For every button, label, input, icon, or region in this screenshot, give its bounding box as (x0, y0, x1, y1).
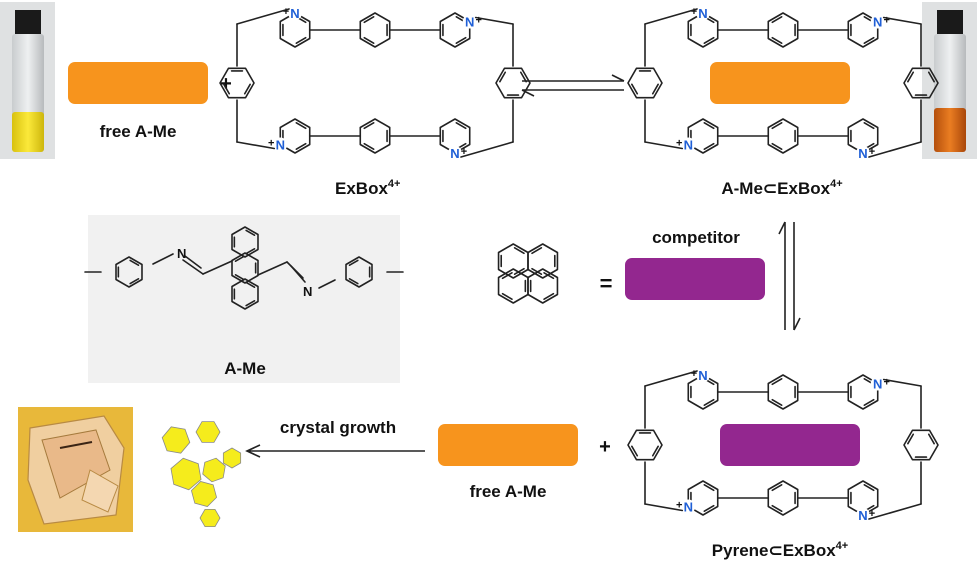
complex-a-label: A-Me⊂ExBox4+ (721, 178, 842, 198)
svg-text:N: N (698, 368, 707, 383)
plus-sign-bottom: + (599, 436, 611, 458)
equilibrium-arrows-icon (521, 74, 625, 97)
crystal-growth-label: crystal growth (280, 418, 396, 437)
guest-a-me-block-bottom (438, 424, 578, 466)
svg-text:N: N (276, 138, 285, 153)
svg-text:+: + (461, 146, 467, 158)
competitor-label: competitor (652, 228, 740, 247)
hexagon-crystals-icon (161, 421, 242, 528)
guest-pyrene-block-legend (625, 258, 765, 300)
svg-text:+: + (268, 138, 274, 150)
free-a-me-label-top: free A-Me (100, 122, 177, 141)
free-a-me-label-bottom: free A-Me (470, 482, 547, 501)
svg-text:+: + (283, 6, 289, 18)
plus-sign-top: + (220, 73, 232, 95)
exbox-label: ExBox4+ (335, 178, 400, 198)
svg-text:+: + (884, 377, 890, 389)
svg-text:+: + (691, 368, 697, 380)
svg-text:N: N (684, 500, 693, 515)
svg-text:+: + (869, 146, 875, 158)
guest-a-me-block-complex (710, 62, 850, 104)
svg-text:N: N (465, 15, 474, 30)
svg-text:N: N (858, 508, 867, 523)
svg-text:+: + (676, 500, 682, 512)
complex-p-label: Pyrene⊂ExBox4+ (712, 540, 848, 560)
a-me-structure-panel (88, 215, 400, 383)
equals-sign: = (600, 271, 613, 296)
pyrene-exbox-complex-structure: N+N+N+N+ (627, 368, 939, 523)
svg-text:N: N (873, 377, 882, 392)
pyrene-molecule-icon (497, 243, 559, 304)
svg-text:N: N (177, 246, 186, 261)
reaction-arrow-icon (245, 444, 425, 458)
a-me-molecule: NN (84, 226, 404, 310)
svg-text:N: N (290, 6, 299, 21)
vial-yellow-photo (0, 2, 55, 159)
exbox-structure: N+N+N+N+ (219, 6, 531, 161)
svg-text:N: N (303, 284, 312, 299)
guest-a-me-block-top (68, 62, 208, 104)
guest-pyrene-block-complex (720, 424, 860, 466)
svg-text:+: + (691, 6, 697, 18)
vertical-equilibrium-arrows-icon (778, 221, 801, 331)
svg-text:+: + (869, 508, 875, 520)
crystal-photo (18, 407, 133, 532)
vial-orange-photo (922, 2, 977, 159)
svg-text:+: + (476, 15, 482, 27)
svg-text:N: N (698, 6, 707, 21)
svg-text:N: N (858, 146, 867, 161)
svg-text:N: N (873, 15, 882, 30)
svg-text:N: N (450, 146, 459, 161)
a-me-exbox-complex-structure: N+N+N+N+ (627, 6, 939, 161)
a-me-structure-label: A-Me (224, 359, 266, 378)
svg-text:+: + (676, 138, 682, 150)
svg-text:N: N (684, 138, 693, 153)
svg-text:+: + (884, 15, 890, 27)
